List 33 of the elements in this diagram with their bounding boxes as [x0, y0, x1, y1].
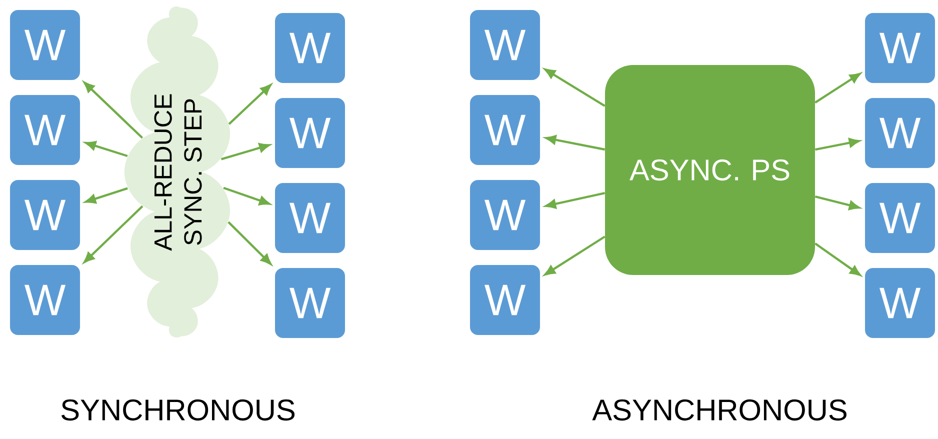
worker-box: W: [470, 180, 540, 250]
worker-box: W: [10, 10, 80, 80]
arrow: [84, 205, 144, 263]
worker-box: W: [275, 183, 345, 253]
arrow: [544, 236, 606, 276]
worker-box: W: [865, 183, 935, 253]
worker-box: W: [865, 268, 935, 338]
worker-box: W: [10, 265, 80, 335]
worker-box: W: [275, 268, 345, 338]
worker-box: W: [865, 98, 935, 168]
worker-box: W: [10, 180, 80, 250]
worker-box: W: [865, 13, 935, 83]
worker-box: W: [470, 10, 540, 80]
worker-box: W: [275, 98, 345, 168]
arrow: [228, 84, 272, 125]
arrow: [545, 192, 606, 209]
section-title: ASYNCHRONOUS: [592, 399, 846, 421]
worker-box: W: [10, 95, 80, 165]
worker-box: W: [275, 13, 345, 83]
server-box: ASYNC. PS: [605, 65, 815, 275]
arrow: [228, 221, 272, 265]
arrow: [84, 82, 144, 139]
arrow: [814, 242, 861, 276]
arrow: [814, 72, 861, 104]
section-title: SYNCHRONOUS: [61, 399, 295, 421]
worker-box: W: [470, 265, 540, 335]
cloud: ALL-REDUCE SYNC. STEP: [124, 6, 230, 338]
arrow: [814, 195, 860, 210]
arrow: [223, 186, 270, 206]
arrow: [85, 187, 128, 204]
arrow: [544, 68, 606, 107]
worker-box: W: [470, 95, 540, 165]
arrow: [220, 143, 270, 160]
